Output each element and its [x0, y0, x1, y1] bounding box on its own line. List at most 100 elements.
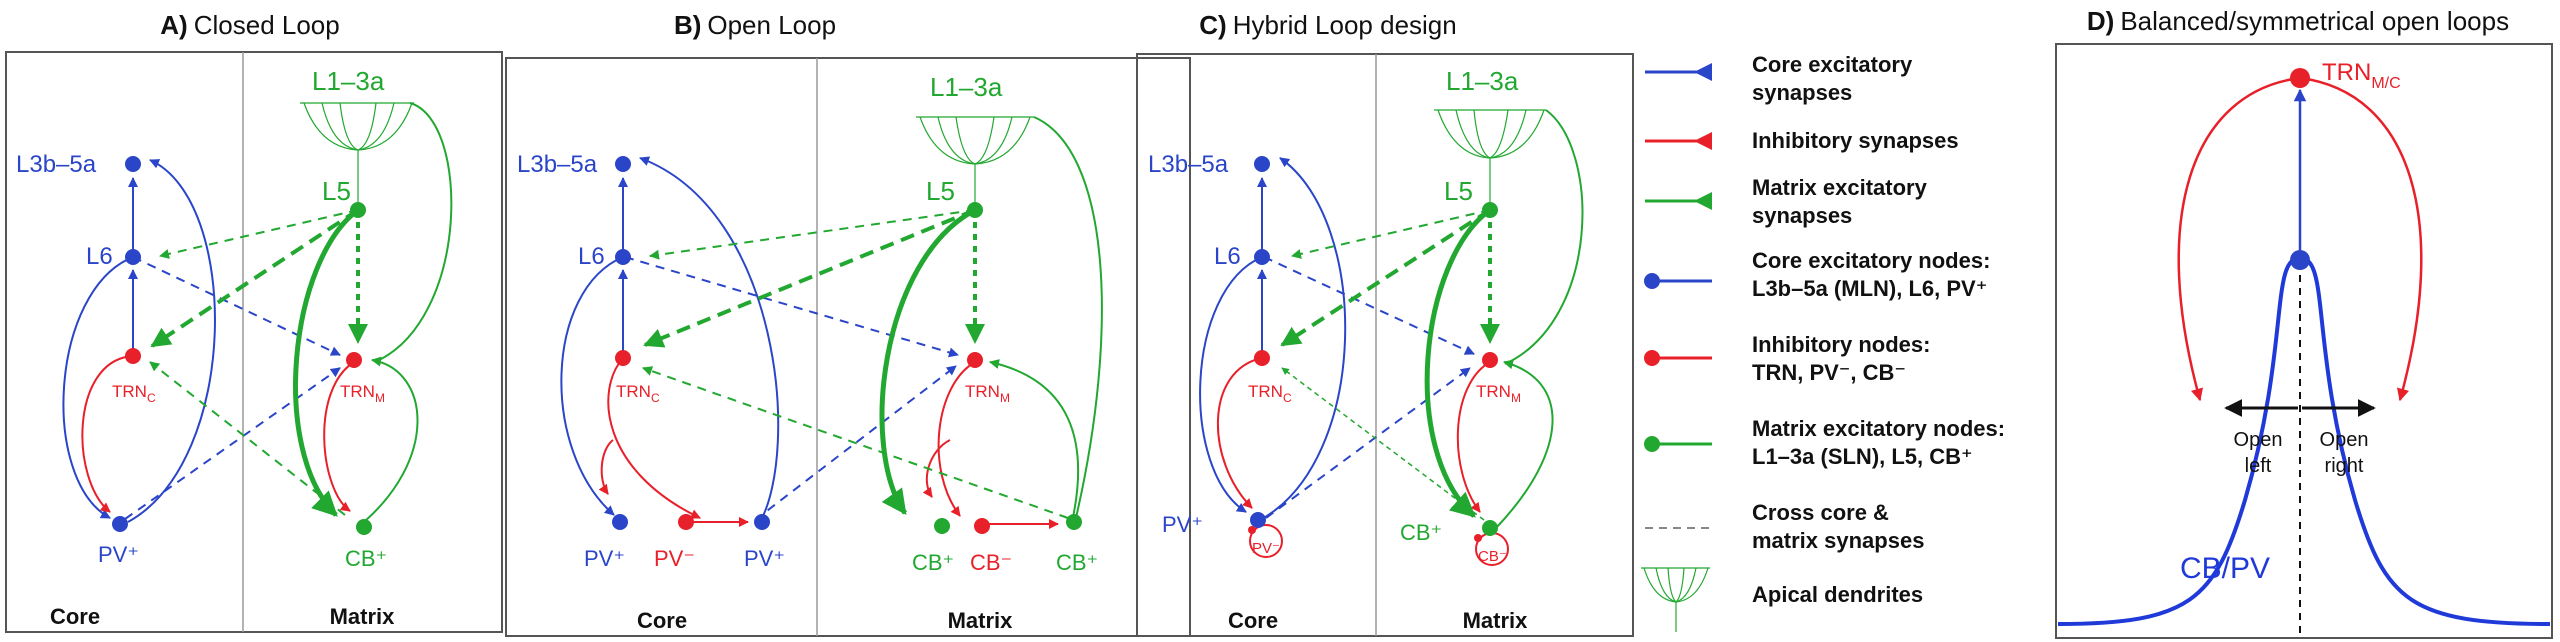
legend-icon-inhibitory-synapse	[1645, 132, 1712, 150]
panel-c-label-trn-c: TRNC	[1248, 382, 1292, 405]
panel-b-label-cb-right: CB⁺	[1056, 550, 1098, 575]
legend-icon-inhibitory-node	[1644, 350, 1712, 366]
panel-a-core-label: Core	[50, 604, 100, 629]
panel-c-label-pv-minus: PV⁻	[1252, 540, 1280, 557]
panel-b-inhibitory-edges	[598, 357, 1059, 529]
panel-b-node-pv-right	[754, 514, 770, 530]
panel-a-label-l3b: L3b–5a	[16, 151, 97, 178]
panel-b-node-l5	[967, 202, 983, 218]
panel-c-matrix-edges	[1280, 109, 1584, 529]
panel-b-label-pv-minus: PV⁻	[654, 546, 695, 571]
panel-b-label-cb-left: CB⁺	[912, 550, 954, 575]
legend-label-5: Matrix excitatory nodes:L1–3a (SLN), L5,…	[1752, 416, 2005, 469]
panel-d-gaussian	[2058, 258, 2550, 622]
panel-d-main-curve	[2058, 343, 2550, 623]
panel-c-matrix-label: Matrix	[1463, 608, 1529, 633]
panel-a-matrix-label: Matrix	[330, 604, 396, 629]
panel-a-title: A)Closed Loop	[160, 10, 339, 40]
panel-d-node-cb-pv	[2290, 250, 2310, 270]
panel-b-label-cb-minus: CB⁻	[970, 550, 1012, 575]
legend-icon-matrix-node	[1644, 436, 1712, 452]
panel-c-frame	[1136, 53, 1634, 637]
panel-a-node-cb	[356, 519, 372, 535]
panel-d-left-inhibitory-arc	[2177, 76, 2301, 402]
panel-b-matrix-label: Matrix	[948, 608, 1014, 633]
panel-a-label-l5: L5	[322, 176, 351, 206]
panel-b-node-pv-minus	[678, 514, 694, 530]
panel-b-node-trn-c	[615, 350, 631, 366]
panel-b: B)Open Loop Core Matrix	[505, 10, 1191, 637]
panel-c-core-edges	[1199, 157, 1475, 521]
panel-b-label-pv-right: PV⁺	[744, 546, 785, 571]
panel-a-node-l3b	[125, 156, 141, 172]
panel-b-matrix-edges	[642, 116, 1103, 523]
panel-b-node-cb-minus	[974, 518, 990, 534]
panel-a-label-l1: L1–3a	[312, 66, 385, 96]
panel-c-node-trn-m	[1482, 352, 1498, 368]
panel-c-label-pv: PV⁺	[1162, 512, 1203, 537]
panel-c-title: C)Hybrid Loop design	[1199, 10, 1456, 40]
panel-a-node-pv	[112, 516, 128, 532]
panel-a-matrix-edges	[149, 102, 453, 528]
panel-a-label-trn-c: TRNC	[112, 382, 156, 405]
panel-d-title: D)Balanced/symmetrical open loops	[2087, 6, 2509, 36]
panel-b-label-l6: L6	[578, 243, 605, 270]
panel-c: C)Hybrid Loop design Core Matrix	[1136, 10, 1634, 637]
legend-label-3: Core excitatory nodes:L3b–5a (MLN), L6, …	[1752, 248, 1990, 301]
legend-label-1: Inhibitory synapses	[1752, 128, 1959, 153]
panel-d-label-trn: TRNM/C	[2322, 59, 2401, 92]
panel-b-frame	[505, 57, 1191, 637]
panel-b-node-l3b	[615, 156, 631, 172]
panel-a-label-cb: CB⁺	[345, 546, 387, 571]
panel-a-frame	[5, 51, 503, 633]
panel-a-label-l6: L6	[86, 243, 113, 270]
panel-c-node-pv	[1250, 512, 1266, 528]
panel-c-label-l1: L1–3a	[1446, 66, 1519, 96]
panel-c-label-cb: CB⁺	[1400, 520, 1442, 545]
legend-icon-apical-dendrites	[1641, 567, 1710, 632]
panel-c-apical-dendrites	[1434, 109, 1546, 206]
panel-a-label-trn-m: TRNM	[340, 382, 385, 405]
panel-d-cb-pv-line	[2057, 255, 2551, 626]
legend-icon-matrix-synapse	[1645, 192, 1712, 210]
panel-d-frame	[2055, 43, 2553, 639]
legend-label-4: Inhibitory nodes:TRN, PV⁻, CB⁻	[1752, 332, 1930, 385]
panel-b-node-cb-left	[934, 518, 950, 534]
panel-d-cb-pv-curve	[2058, 258, 2550, 622]
panel-c-node-pv-minus	[1248, 526, 1256, 534]
panel-b-title: B)Open Loop	[674, 10, 836, 40]
panel-a-node-trn-c	[125, 348, 141, 364]
panel-b-label-l1: L1–3a	[930, 72, 1003, 102]
panel-a-node-l6	[125, 249, 141, 265]
panel-c-label-trn-m: TRNM	[1476, 382, 1521, 405]
panel-a-label-pv: PV⁺	[98, 542, 139, 567]
panel-c-label-l3b: L3b–5a	[1148, 151, 1229, 178]
panel-b-core-label: Core	[637, 608, 687, 633]
panel-c-node-trn-c	[1254, 350, 1270, 366]
panel-c-label-l6: L6	[1214, 243, 1241, 270]
panel-a: A)Closed Loop Core Matrix	[5, 10, 503, 633]
panel-c-label-l5: L5	[1444, 176, 1473, 206]
panel-a-node-trn-m	[346, 352, 362, 368]
panel-c-node-l5	[1482, 202, 1498, 218]
panel-b-node-l6	[615, 249, 631, 265]
panel-b-core-edges	[560, 156, 959, 523]
panel-d: D)Balanced/symmetrical open loops TRNM/C…	[2055, 6, 2553, 639]
panel-d-node-trn	[2290, 68, 2310, 88]
panel-a-inhibitory-edges	[81, 355, 355, 513]
panel-c-node-l3b	[1254, 156, 1270, 172]
panel-c-node-l6	[1254, 249, 1270, 265]
panel-a-apical-dendrites	[300, 102, 414, 206]
panel-d-label-cb-pv: CB/PV	[2180, 552, 2270, 585]
legend-label-6: Cross core &matrix synapses	[1752, 500, 1924, 553]
panel-b-apical-dendrites	[916, 116, 1034, 206]
panel-b-label-l5: L5	[926, 176, 955, 206]
panel-c-node-cb-minus	[1474, 534, 1482, 542]
panel-b-node-cb-right	[1066, 514, 1082, 530]
panel-d-bell	[2058, 258, 2550, 622]
